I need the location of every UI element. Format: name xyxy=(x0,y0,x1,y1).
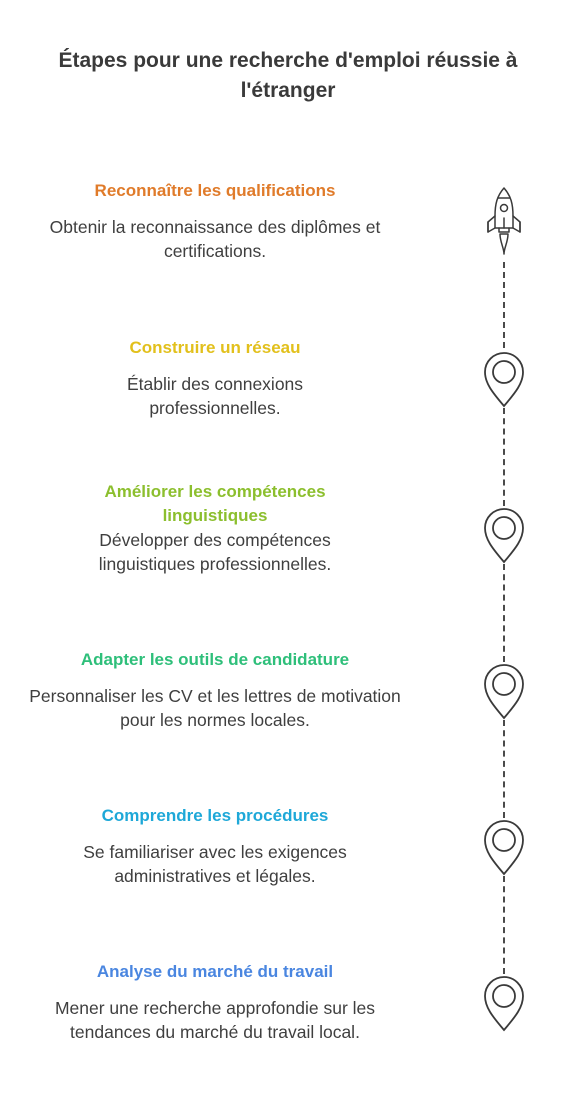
step-description: Établir des connexions professionnelles. xyxy=(126,374,304,418)
rocket-icon xyxy=(487,187,521,255)
step-adapt-application-tools: Adapter les outils de candidature Person… xyxy=(20,648,410,732)
timeline-connector xyxy=(503,564,505,662)
step-description: Obtenir la reconnaissance des diplômes e… xyxy=(49,217,381,261)
step-title: Comprendre les procédures xyxy=(101,806,329,825)
map-pin-icon xyxy=(484,508,524,564)
step-description: Mener une recherche approfondie sur les … xyxy=(54,998,376,1042)
step-description: Se familiariser avec les exigences admin… xyxy=(83,842,347,886)
step-title: Analyse du marché du travail xyxy=(96,962,334,981)
step-title: Reconnaître les qualifications xyxy=(94,181,336,200)
map-pin-icon xyxy=(484,976,524,1032)
step-title: Adapter les outils de candidature xyxy=(80,650,350,669)
timeline-connector xyxy=(503,262,505,348)
step-title: Améliorer les compétences linguistiques xyxy=(104,482,326,525)
step-title: Construire un réseau xyxy=(129,338,301,357)
timeline-connector xyxy=(503,408,505,506)
step-job-market-analysis: Analyse du marché du travail Mener une r… xyxy=(20,960,410,1044)
map-pin-icon xyxy=(484,664,524,720)
step-description: Développer des compétences linguistiques… xyxy=(98,530,332,574)
step-recognize-qualifications: Reconnaître les qualifications Obtenir l… xyxy=(20,179,410,263)
timeline-connector xyxy=(503,876,505,974)
map-pin-icon xyxy=(484,820,524,876)
step-understand-procedures: Comprendre les procédures Se familiarise… xyxy=(20,804,410,888)
timeline-connector xyxy=(503,720,505,818)
step-improve-language-skills: Améliorer les compétences linguistiques … xyxy=(20,480,410,576)
step-description: Personnaliser les CV et les lettres de m… xyxy=(29,686,401,730)
diagram-title: Étapes pour une recherche d'emploi réuss… xyxy=(58,49,518,102)
map-pin-icon xyxy=(484,352,524,408)
step-build-network: Construire un réseau Établir des connexi… xyxy=(20,336,410,420)
